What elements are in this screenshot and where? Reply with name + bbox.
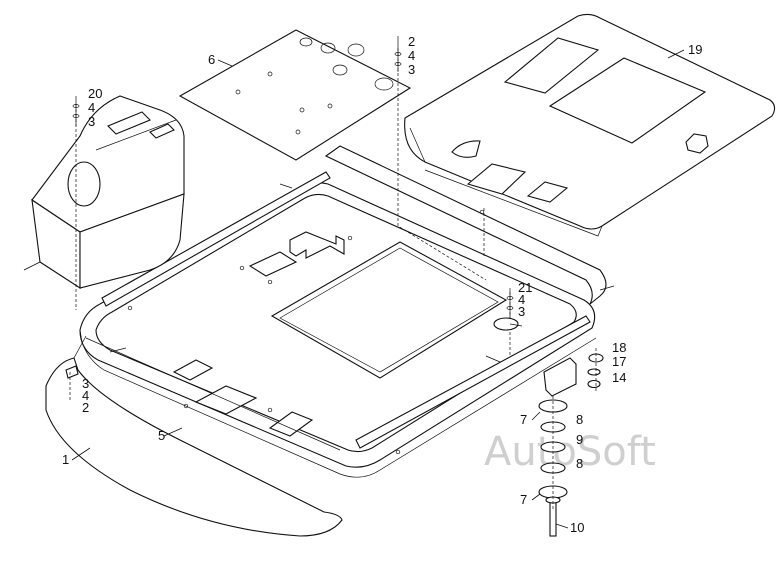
part-20-side-trim [324, 145, 607, 305]
callout-3-right: 3 [518, 304, 525, 319]
callout-12: 17 [612, 354, 626, 369]
part-1-front-apron [45, 335, 343, 537]
callout-5: 5 [158, 428, 165, 443]
callout-10: 14 [612, 370, 626, 385]
callout-8-upper: 8 [576, 412, 583, 427]
callout-3-left: 3 [88, 114, 95, 129]
callout-4-right: 4 [518, 292, 525, 307]
callout-6: 6 [208, 52, 215, 67]
callout-7-upper: 7 [520, 412, 527, 427]
callout-2-top: 2 [408, 34, 415, 49]
callout-14: 19 [688, 42, 702, 57]
callout-4-front: 4 [82, 388, 89, 403]
callout-8-lower: 8 [576, 456, 583, 471]
callout-15-left: 20 [88, 86, 102, 101]
callout-11: 10 [570, 520, 584, 535]
base-frame [79, 171, 597, 478]
callout-13: 18 [612, 340, 626, 355]
part-6-mounting-plate [178, 29, 412, 161]
callout-labels: 19 6 2 4 3 20 4 3 21 4 3 3 4 2 1 5 18 17… [62, 34, 702, 535]
fastener-stack-top [394, 36, 402, 72]
callout-2-front: 2 [82, 400, 89, 415]
part-14-top-cover [404, 13, 776, 237]
fastener-stack-left [72, 96, 80, 126]
fastener-stack-right [493, 288, 519, 331]
callout-9: 9 [576, 432, 583, 447]
callout-3-front: 3 [82, 376, 89, 391]
callout-7-lower: 7 [520, 492, 527, 507]
mount-hardware-stack [538, 353, 604, 537]
callout-4-left: 4 [88, 100, 95, 115]
watermark: AutoSoft [484, 429, 656, 475]
callout-4-top: 4 [408, 48, 415, 63]
callout-3-top: 3 [408, 62, 415, 77]
part-16-instrument-housing [31, 95, 185, 290]
leader-lines [23, 49, 685, 529]
callout-1: 1 [62, 452, 69, 467]
callout-15-right: 21 [518, 280, 532, 295]
